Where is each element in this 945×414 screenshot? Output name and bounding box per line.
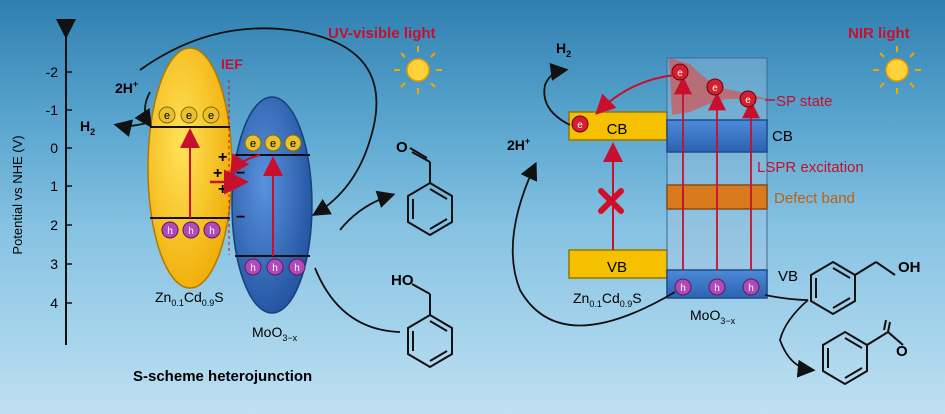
svg-text:e: e: [186, 110, 192, 122]
sp-state-distribution: [669, 58, 770, 115]
svg-text:VB: VB: [607, 259, 627, 276]
svg-text:CB: CB: [607, 121, 628, 138]
svg-text:+: +: [218, 181, 227, 198]
svg-text:O: O: [896, 343, 908, 360]
svg-text:e: e: [270, 138, 276, 150]
zncds-holes: h h h: [161, 221, 221, 239]
svg-text:h: h: [294, 263, 300, 274]
moo3-holes-right: h h h: [674, 278, 760, 296]
svg-text:e: e: [164, 110, 170, 122]
svg-text:h: h: [680, 283, 686, 294]
svg-text:e: e: [250, 138, 256, 150]
ief-label: IEF: [221, 56, 243, 72]
benzaldehyde-structure: [822, 319, 904, 386]
nir-light-label: NIR light: [848, 25, 910, 42]
light-path-arrow: [139, 27, 378, 216]
moo3-label: MoO3−x: [252, 324, 298, 343]
sun-icon: [873, 46, 921, 94]
svg-text:h: h: [209, 226, 215, 237]
proton-label: 2H+: [115, 79, 138, 96]
uv-light-label: UV-visible light: [328, 25, 436, 42]
panel-title: S-scheme heterojunction: [133, 368, 312, 385]
svg-text:e: e: [290, 138, 296, 150]
sun-icon: [394, 46, 442, 94]
electron-transfer-arrow: [595, 74, 676, 115]
moo3-electrons: e e e: [244, 134, 302, 152]
svg-text:e: e: [677, 68, 683, 79]
benzyl-alcohol-structure: [407, 283, 453, 369]
axis-ticks: -2 -1 0 1 2 3 4: [46, 64, 72, 311]
oxidation-arrow: [339, 190, 396, 231]
svg-text:−: −: [236, 209, 245, 226]
svg-text:h: h: [250, 263, 256, 274]
h2-label: H2: [556, 40, 571, 59]
svg-text:VB: VB: [778, 268, 798, 285]
svg-text:O: O: [396, 139, 408, 156]
svg-text:OH: OH: [898, 259, 921, 276]
defect-label: Defect band: [774, 190, 855, 207]
svg-text:h: h: [272, 263, 278, 274]
tick-label: 2: [50, 217, 58, 233]
moo3-label: MoO3−x: [690, 307, 736, 326]
lspr-label: LSPR excitation: [757, 159, 864, 176]
svg-text:e: e: [712, 83, 718, 94]
sp-state-label: SP state: [776, 93, 832, 110]
zncds-electrons: e e e: [158, 106, 220, 124]
light-path-arrow: [511, 161, 676, 327]
tick-label: -1: [46, 102, 59, 118]
h2-label: H2: [80, 118, 95, 137]
svg-text:−: −: [236, 165, 245, 182]
benzyl-alcohol-structure: [810, 260, 896, 316]
blocked-cross-icon: [598, 188, 624, 214]
svg-text:h: h: [714, 283, 720, 294]
svg-text:h: h: [188, 226, 194, 237]
zncds-label: Zn0.1Cd0.9S: [573, 290, 642, 309]
svg-text:HO: HO: [391, 272, 414, 289]
recombination-arrow: [229, 153, 261, 176]
oxidation-path: [314, 267, 401, 333]
zncds-vb-band: [568, 249, 668, 279]
axis-label: Potential vs NHE (V): [10, 135, 25, 254]
svg-text:e: e: [745, 95, 751, 106]
svg-text:h: h: [167, 226, 173, 237]
tick-label: 3: [50, 256, 58, 272]
benzaldehyde-structure: [407, 147, 453, 237]
moo3-holes: h h h: [244, 258, 306, 276]
svg-text:CB: CB: [772, 128, 793, 145]
svg-text:h: h: [748, 283, 754, 294]
svg-text:+: +: [213, 165, 222, 182]
oxidation-arrow: [779, 299, 816, 378]
hot-electrons: e e e e: [571, 63, 757, 133]
tick-label: 4: [50, 295, 58, 311]
svg-text:+: +: [218, 149, 227, 166]
svg-text:e: e: [577, 120, 583, 131]
tick-label: 0: [50, 140, 58, 156]
tick-label: -2: [46, 64, 59, 80]
zncds-label: Zn0.1Cd0.9S: [155, 289, 224, 308]
tick-label: 1: [50, 178, 58, 194]
proton-label: 2H+: [507, 136, 530, 153]
svg-text:e: e: [208, 110, 214, 122]
